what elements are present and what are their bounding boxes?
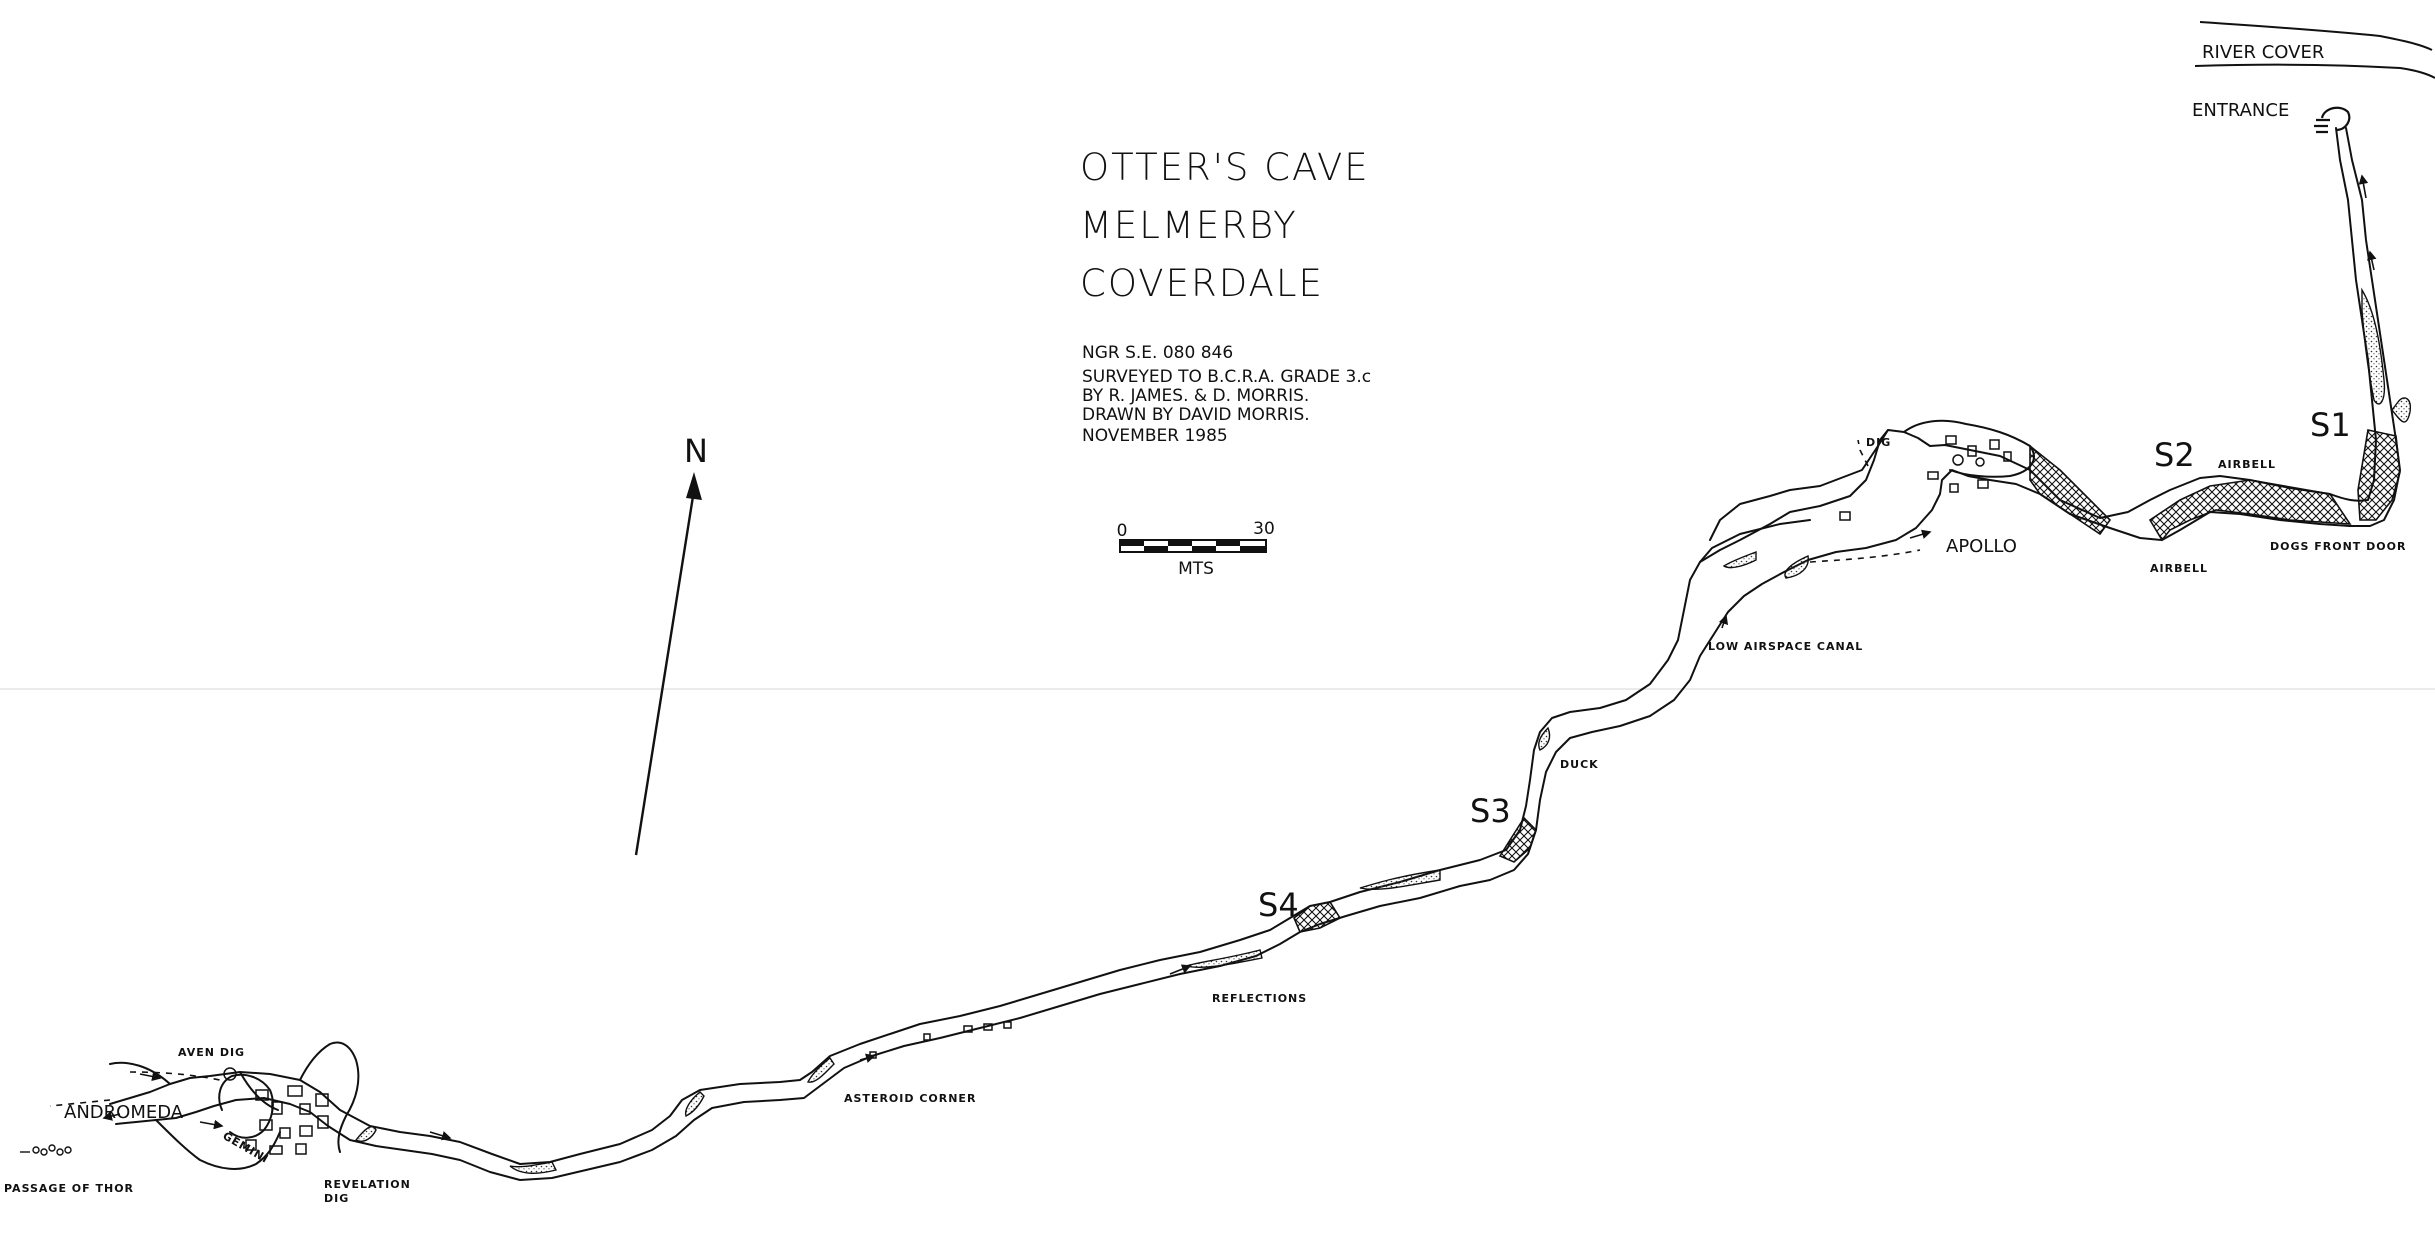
- entrance-symbol: [2314, 106, 2351, 134]
- scale-bar: 0 30 MTS: [1117, 519, 1275, 579]
- title-line-3: COVERDALE: [1080, 262, 1324, 305]
- info-surveyors: BY R. JAMES. & D. MORRIS.: [1082, 386, 1309, 406]
- label-dogs-front-door: DOGS FRONT DOOR: [2270, 540, 2406, 553]
- sediment-deposits: [354, 287, 2412, 1174]
- label-aven-dig: AVEN DIG: [178, 1046, 245, 1059]
- info-drawn-by: DRAWN BY DAVID MORRIS.: [1082, 405, 1310, 425]
- info-survey-grade: SURVEYED TO B.C.R.A. GRADE 3.c: [1082, 367, 1371, 387]
- label-dig: DIG: [1866, 436, 1891, 449]
- label-revelation-dig: DIG: [324, 1192, 349, 1205]
- title-block: OTTER'S CAVE MELMERBY COVERDALE: [1080, 146, 1370, 305]
- scale-max-label: 30: [1253, 519, 1275, 539]
- dashed-inlets: [49, 439, 1921, 1107]
- river-cover-lines: [2194, 21, 2435, 79]
- info-ngr: NGR S.E. 080 846: [1082, 343, 1233, 363]
- map-labels: RIVER COVER ENTRANCE S1 S2 S3 S4 AIRBELL…: [4, 42, 2406, 1205]
- sump-hatching: [1293, 429, 2401, 933]
- label-duck: DUCK: [1560, 758, 1599, 771]
- label-s3: S3: [1470, 792, 1511, 830]
- scale-unit-label: MTS: [1178, 559, 1214, 579]
- paper-fold-line: [0, 688, 2435, 690]
- label-river-cover: RIVER COVER: [2202, 42, 2324, 63]
- label-revelation: REVELATION: [324, 1178, 411, 1191]
- scale-min-label: 0: [1117, 521, 1128, 541]
- label-reflections: REFLECTIONS: [1212, 992, 1307, 1005]
- flow-arrows: [102, 174, 2377, 1141]
- label-asteroid-corner: ASTEROID CORNER: [844, 1092, 976, 1105]
- label-s1: S1: [2310, 406, 2351, 444]
- info-date: NOVEMBER 1985: [1082, 426, 1228, 446]
- label-airbell-top: AIRBELL: [2218, 458, 2276, 471]
- boulder-symbols: [223, 435, 2012, 1155]
- label-andromeda: ANDROMEDA: [64, 1102, 184, 1123]
- north-arrow: N: [634, 432, 708, 856]
- passage-of-thor-marks: [20, 1144, 72, 1156]
- label-gemini: GEMINI: [221, 1129, 272, 1166]
- label-apollo: APOLLO: [1946, 536, 2017, 557]
- north-label: N: [684, 432, 708, 470]
- label-s4: S4: [1258, 886, 1299, 924]
- title-line-1: OTTER'S CAVE: [1080, 146, 1370, 189]
- label-low-airspace-canal: LOW AIRSPACE CANAL: [1708, 640, 1863, 653]
- survey-info-block: NGR S.E. 080 846 SURVEYED TO B.C.R.A. GR…: [1082, 343, 1371, 446]
- label-airbell-bottom: AIRBELL: [2150, 562, 2208, 575]
- label-s2: S2: [2154, 436, 2195, 474]
- label-entrance: ENTRANCE: [2192, 100, 2289, 121]
- label-passage-of-thor: PASSAGE OF THOR: [4, 1182, 134, 1195]
- title-line-2: MELMERBY: [1080, 204, 1298, 247]
